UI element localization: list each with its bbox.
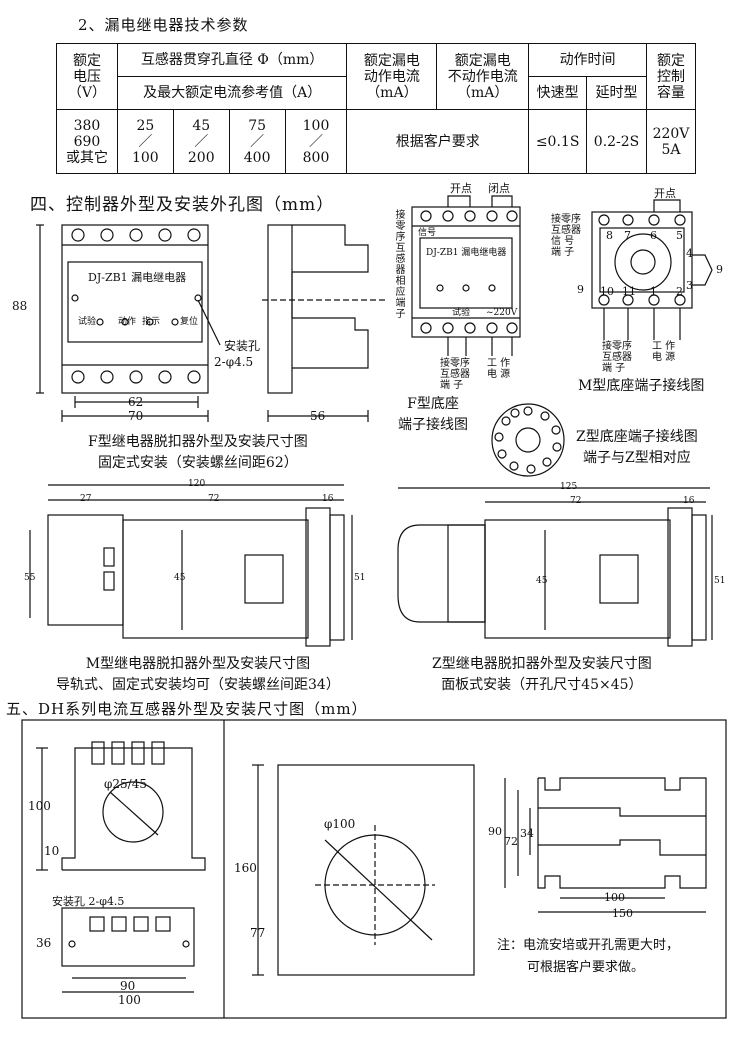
dh-small-dim-90: 90	[120, 979, 136, 993]
header-ct-line2: 及最大额定电流参考值（A）	[116, 76, 348, 110]
cell-ct-75: 75／400	[228, 109, 286, 174]
z-relay-dim-16: 16	[683, 496, 695, 506]
f-base-row-power: ~220V	[486, 308, 518, 318]
dh-small-dim-100: 100	[28, 799, 51, 813]
m-base-num-3: 3	[686, 279, 693, 292]
header-voltage: 额定电压（V）	[56, 43, 118, 110]
m-relay-dim-27: 27	[80, 494, 92, 504]
dh-large-dim-150: 150	[612, 907, 633, 920]
dh-large-dim-160: 160	[234, 861, 257, 875]
section-5-title: 五、DH系列电流互感器外型及安装尺寸图（mm）	[6, 700, 368, 718]
m-base-bottom-label: 接零序互感器端 子	[602, 341, 632, 374]
cell-ct-45: 45／200	[172, 109, 230, 174]
f-base-closed: 闭点	[488, 182, 510, 195]
f-relay-panel-reset: 复位	[180, 317, 199, 327]
f-base-row-signal: 信号	[418, 228, 437, 238]
z-relay-caption: Z型继电器脱扣器外型及安装尺寸图面板式安装（开孔尺寸45×45）	[432, 656, 652, 693]
m-base-power-label: 工 作电 源	[652, 341, 676, 363]
f-relay-caption: F型继电器脱扣器外型及安装尺寸图固定式安装（安装螺丝间距62）	[88, 434, 308, 471]
dh-small-drawing	[36, 741, 206, 993]
f-base-row-test: 试验	[452, 308, 471, 318]
m-base-num-9-left: 9	[577, 283, 584, 296]
f-relay-side-drawing	[262, 224, 385, 422]
f-relay-device-name: DJ-ZB1 漏电继电器	[88, 271, 187, 284]
dh-note: 注：电流安培或开孔需更大时，可根据客户要求做。	[497, 938, 680, 975]
header-delay: 延时型	[586, 76, 647, 110]
dh-large-dim-77: 77	[250, 926, 266, 940]
f-base-left-label: 接零序互感器相应端子	[395, 210, 406, 320]
f-relay-dim-inner: 62	[128, 395, 144, 409]
f-base-drawing	[411, 195, 521, 356]
m-base-num-8: 8	[606, 229, 613, 242]
dh-small-dim-width: 100	[118, 993, 141, 1007]
cell-ct-100: 100／800	[284, 109, 348, 174]
f-base-caption: F型底座端子接线图	[398, 396, 468, 433]
m-base-num-11: 11	[622, 285, 636, 298]
z-relay-drawing	[397, 487, 713, 647]
m-relay-drawing	[29, 484, 353, 647]
z-base-caption: Z型底座端子接线图端子与Z型相对应	[576, 429, 698, 466]
m-base-left-label: 接零序互感器信 号端 子	[551, 214, 581, 258]
f-base-device-name: DJ-ZB1 漏电继电器	[426, 248, 507, 258]
m-base-num-5: 5	[676, 229, 683, 242]
m-base-num-7: 7	[624, 229, 631, 242]
f-relay-panel-test: 试验	[78, 317, 97, 327]
dh-large-hole-dia: φ100	[324, 817, 356, 831]
f-relay-dim-outer: 70	[128, 409, 144, 423]
m-base-num-6: 6	[650, 229, 657, 242]
m-relay-dim-72: 72	[208, 494, 220, 504]
m-relay-dim-51: 51	[354, 573, 366, 583]
m-base-num-10: 10	[600, 285, 614, 298]
m-base-num-1: 1	[650, 285, 657, 298]
header-capacity: 额定控制容量	[645, 43, 697, 110]
dh-small-hole-dia: φ25/45	[104, 777, 147, 791]
m-relay-dim-45: 45	[174, 573, 186, 583]
f-base-bottom-label: 接零序互感器端 子	[440, 358, 470, 391]
spec-title: 2、漏电继电器技术参数	[78, 16, 249, 34]
dh-small-hole-label: 安装孔 2-φ4.5	[52, 895, 125, 908]
dh-small-dim-10: 10	[44, 844, 60, 858]
f-relay-dim-side: 56	[310, 409, 326, 423]
f-relay-hole-label: 安装孔	[224, 339, 261, 353]
m-base-open: 开点	[654, 187, 676, 200]
z-relay-dim-51: 51	[714, 576, 726, 586]
m-base-drawing	[591, 199, 713, 340]
m-relay-caption: M型继电器脱扣器外型及安装尺寸图导轨式、固定式安装均可（安装螺丝间距34）	[56, 656, 340, 693]
m-base-num-2: 2	[676, 285, 683, 298]
z-base-drawing	[491, 403, 565, 477]
section-4-title: 四、控制器外型及安装外孔图（mm）	[30, 195, 335, 215]
dh-large-dim-34: 34	[520, 827, 534, 840]
f-relay-panel-action: 动作	[118, 317, 137, 327]
f-relay-panel-indicator: 指示	[142, 317, 161, 327]
f-relay-front-drawing	[36, 224, 221, 422]
m-relay-dim-120: 120	[188, 479, 206, 489]
spec-table: 额定电压（V） 互感器贯穿孔直径 Φ（mm） 额定漏电动作电流（mA） 额定漏电…	[56, 43, 697, 174]
dh-large-dim-72: 72	[504, 835, 518, 848]
z-relay-dim-72: 72	[570, 496, 582, 506]
header-trip-current: 额定漏电动作电流（mA）	[346, 43, 438, 110]
f-relay-hole-spec: 2-φ4.5	[214, 355, 254, 369]
m-relay-dim-55: 55	[24, 573, 36, 583]
f-base-power-label: 工 作电 源	[487, 358, 511, 380]
z-relay-dim-125: 125	[560, 482, 578, 492]
cell-ct-25: 25／100	[116, 109, 174, 174]
f-base-open: 开点	[450, 182, 472, 195]
f-relay-dim-height: 88	[12, 299, 28, 313]
cell-fast: ≤0.1S	[528, 109, 588, 174]
dh-small-dim-36: 36	[36, 936, 52, 950]
m-base-num-4: 4	[686, 247, 693, 260]
dh-large-dim-100: 100	[604, 891, 625, 904]
m-base-num-9-right: 9	[716, 263, 723, 276]
header-action-time: 动作时间	[528, 43, 647, 77]
m-base-caption: M型底座端子接线图	[578, 378, 705, 394]
header-ct-line1: 互感器贯穿孔直径 Φ（mm）	[116, 43, 348, 77]
z-relay-dim-45: 45	[536, 576, 548, 586]
m-relay-dim-16: 16	[322, 494, 334, 504]
dh-large-drawing	[252, 764, 707, 976]
dh-large-dim-90: 90	[488, 825, 502, 838]
